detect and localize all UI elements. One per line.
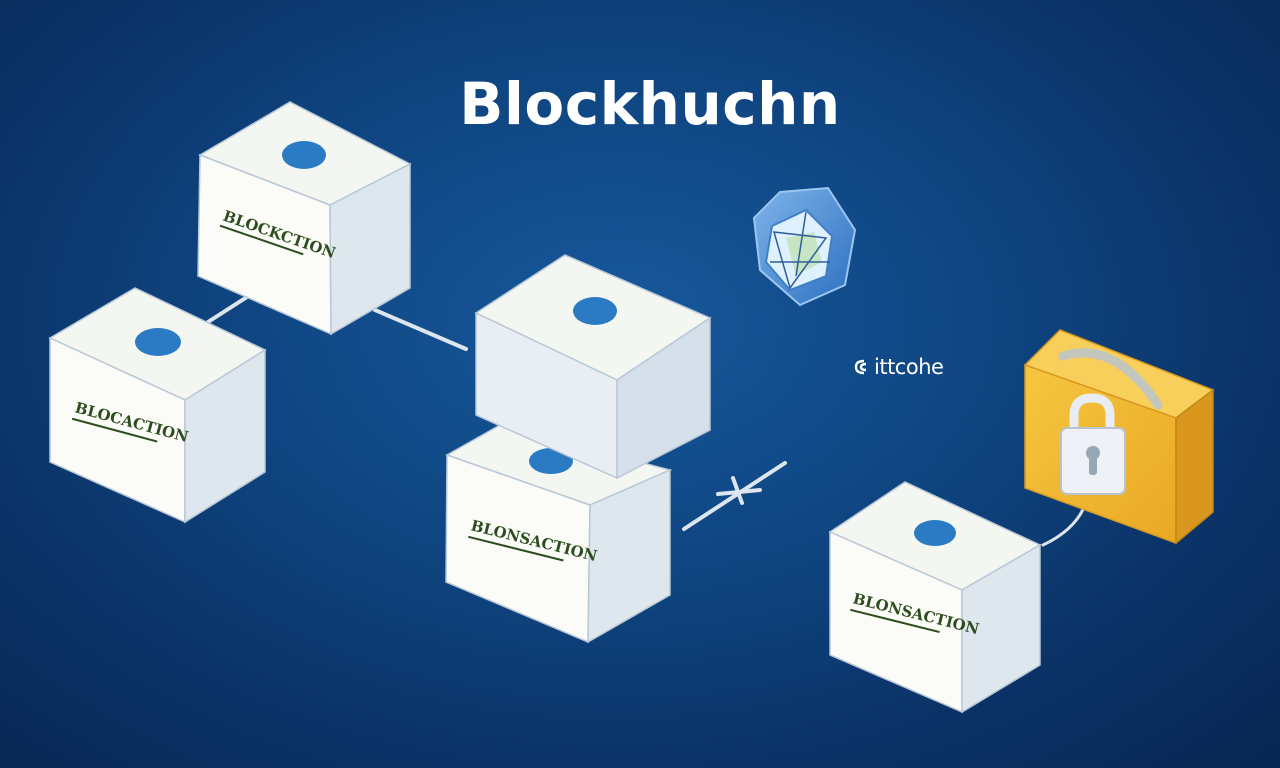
connector-tick bbox=[716, 488, 762, 496]
lock-box bbox=[1023, 329, 1215, 545]
link-logo-icon bbox=[854, 359, 867, 375]
block-dot bbox=[529, 448, 573, 474]
block-3-lower: BLONSACTION bbox=[445, 424, 673, 644]
brand-wordmark: ittcohe bbox=[851, 355, 944, 379]
connector-line bbox=[682, 461, 787, 531]
crystal-hexagon-icon bbox=[752, 186, 857, 307]
block-1: BLOCKCTION bbox=[197, 101, 412, 336]
connector-line bbox=[1041, 503, 1087, 547]
brand-text: ittcohe bbox=[874, 355, 944, 379]
page-title: Blockhuchn bbox=[459, 70, 841, 138]
block-2: BLOCACTION bbox=[48, 287, 267, 524]
connector-line bbox=[373, 308, 468, 351]
block-4: BLONSACTION bbox=[828, 481, 1042, 714]
block-dot bbox=[573, 297, 617, 325]
block-dot bbox=[135, 328, 181, 356]
block-dot bbox=[282, 141, 326, 169]
padlock-icon bbox=[1060, 393, 1126, 495]
block-3-upper bbox=[474, 254, 712, 480]
block-dot bbox=[914, 520, 956, 546]
